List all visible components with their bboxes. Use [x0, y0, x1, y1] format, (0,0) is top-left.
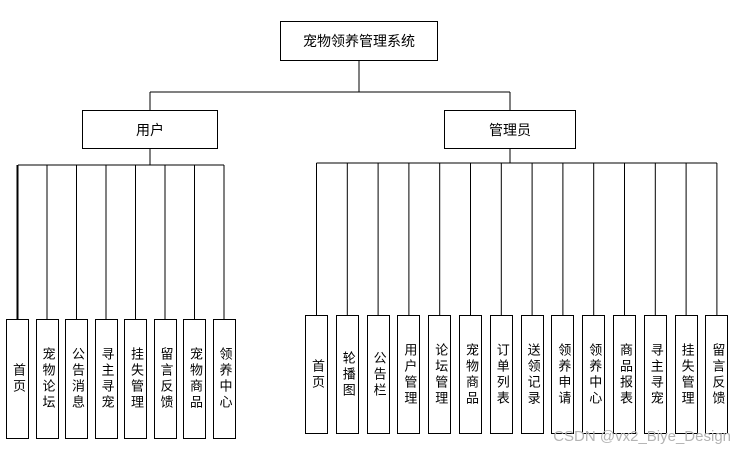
admin-item: 论坛管理 [428, 315, 452, 434]
admin-item: 送领记录 [520, 315, 544, 434]
admin-item: 寻主寻宠 [643, 315, 667, 434]
admin-node: 管理员 [444, 110, 576, 149]
admin-item: 首页 [305, 315, 328, 434]
admin-item: 领养申请 [551, 315, 575, 434]
watermark: CSDN @vx2_Biye_Design [553, 428, 731, 445]
admin-item: 留言反馈 [705, 315, 729, 434]
user-item: 首页 [6, 319, 29, 439]
admin-item: 领养中心 [582, 315, 606, 434]
admin-item: 公告栏 [366, 315, 390, 434]
admin-item: 订单列表 [489, 315, 513, 434]
admin-item: 轮播图 [335, 315, 359, 434]
user-item: 寻主寻宠 [94, 319, 118, 439]
admin-item: 商品报表 [613, 315, 636, 434]
user-item: 公告消息 [65, 319, 88, 439]
user-item: 留言反馈 [153, 319, 177, 439]
user-item: 挂失管理 [124, 319, 147, 439]
admin-item: 宠物商品 [459, 315, 482, 434]
admin-item: 挂失管理 [674, 315, 698, 434]
user-item: 领养中心 [212, 319, 236, 439]
user-node: 用户 [82, 110, 218, 149]
admin-item: 用户管理 [397, 315, 421, 434]
root-node: 宠物领养管理系统 [280, 21, 438, 61]
user-item: 宠物论坛 [35, 319, 59, 439]
user-item: 宠物商品 [183, 319, 206, 439]
